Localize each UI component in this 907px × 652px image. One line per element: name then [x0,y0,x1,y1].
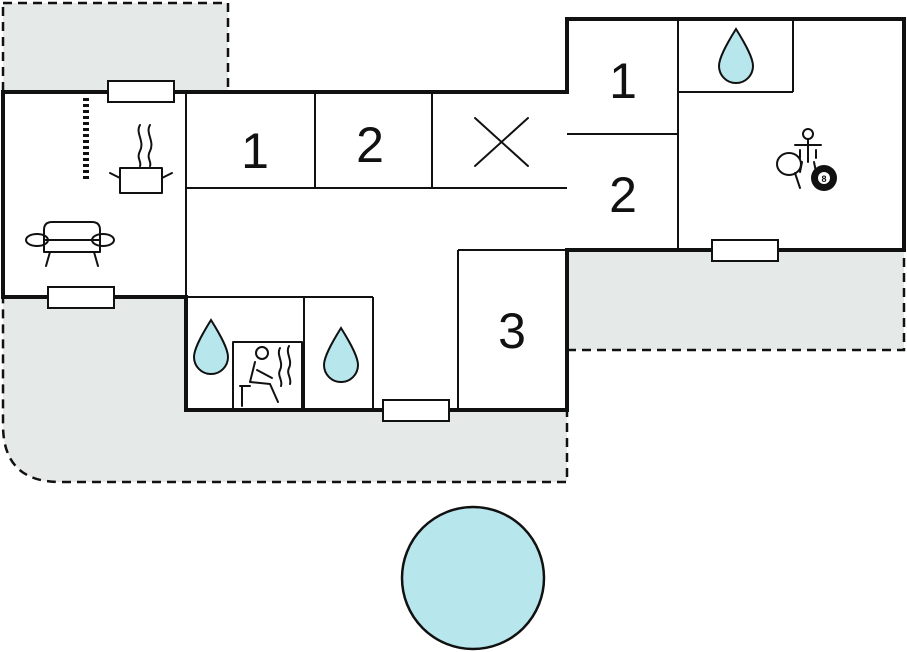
water-drop-icon [322,326,360,383]
water-drop-icon [717,27,755,84]
table-tennis-billiard-icon: 8 [776,128,837,191]
bedroom-1-label: 1 [241,123,269,179]
bedroom-2-label: 2 [356,117,384,173]
inner-walls [185,19,794,410]
outer-walls [1,17,906,412]
cooking-pot-icon [109,124,173,194]
cross-icon [474,117,529,167]
door-right[interactable] [711,239,779,262]
door-left[interactable] [47,286,115,309]
bedroom-3-label: 3 [498,303,526,359]
terrace-top-left [1,1,230,94]
terrace-right [565,248,906,352]
terrace-bottom-left [1,295,569,484]
water-drop-icon [192,318,230,375]
billiard-ball-number: 8 [821,174,826,184]
door-top-left[interactable] [107,80,175,103]
door-bottom[interactable] [382,399,450,422]
bedroom-2-right-label: 2 [609,167,637,223]
bedroom-1-right-label: 1 [609,53,637,109]
sofa-icon [25,221,115,267]
sauna-icon [232,341,303,410]
pool [400,505,546,651]
